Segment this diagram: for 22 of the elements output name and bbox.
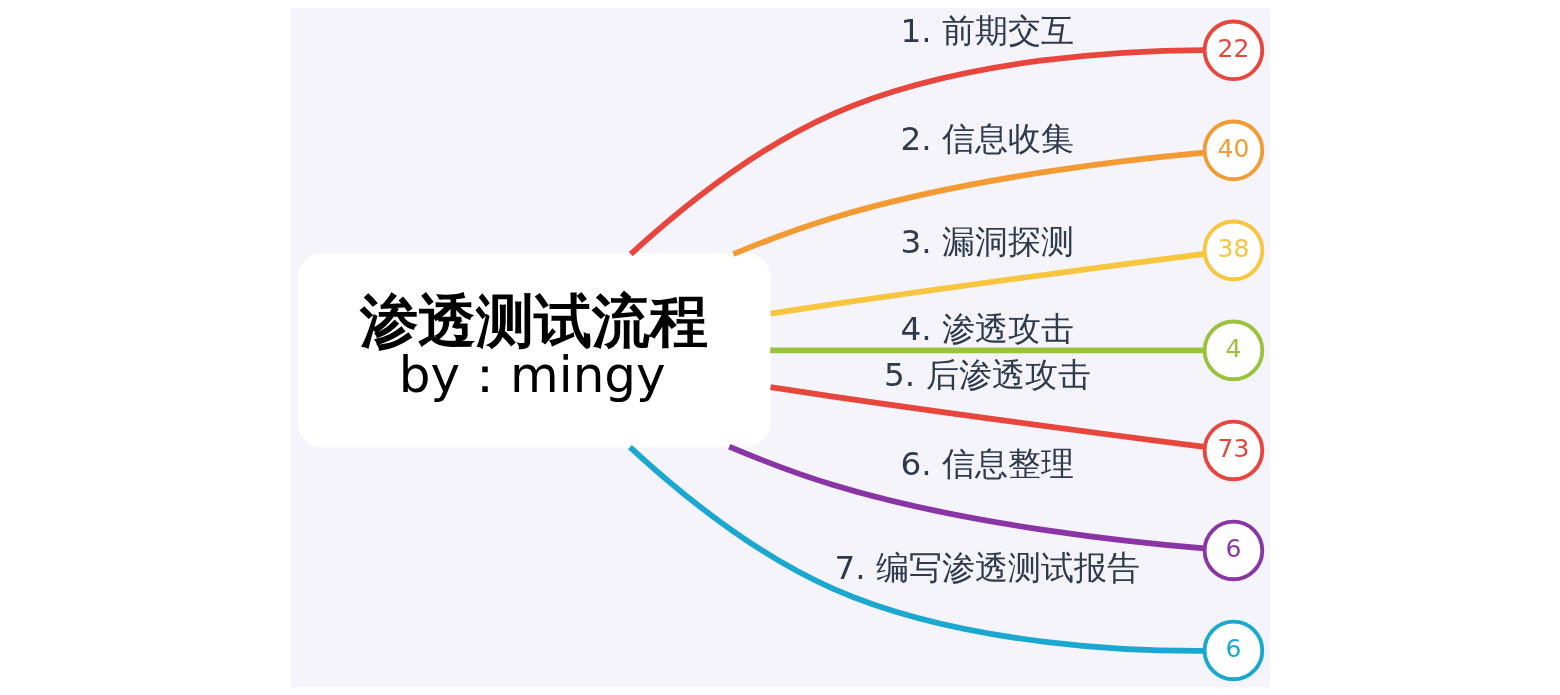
edge-label: 7. 编写渗透测试报告	[833, 548, 1140, 587]
connector	[769, 384, 1205, 450]
connector	[769, 251, 1205, 317]
node-circle: 73	[1202, 419, 1264, 482]
node-box: 渗透测试流程 by：mingy	[297, 253, 771, 448]
edge-label: 5. 后渗透攻击	[883, 356, 1091, 395]
edge-label: 2. 信息收集	[899, 119, 1074, 158]
node-circle: 38	[1202, 219, 1264, 282]
connector	[731, 149, 1205, 257]
node-circle: 40	[1202, 119, 1264, 182]
node-circle: 4	[1202, 319, 1264, 382]
edge-label: 4. 渗透攻击	[899, 310, 1074, 348]
connector	[628, 47, 1204, 257]
connector	[727, 443, 1205, 552]
edge-label: 6. 信息整理	[899, 444, 1074, 483]
node-circle: 6	[1202, 619, 1264, 682]
connector	[627, 444, 1205, 654]
edge-label: 3. 漏洞探测	[899, 223, 1074, 262]
node-circle: 22	[1202, 19, 1264, 82]
node-circle: 6	[1202, 519, 1264, 582]
connector	[769, 347, 1204, 354]
edge-label: 1. 前期交互	[899, 11, 1074, 50]
